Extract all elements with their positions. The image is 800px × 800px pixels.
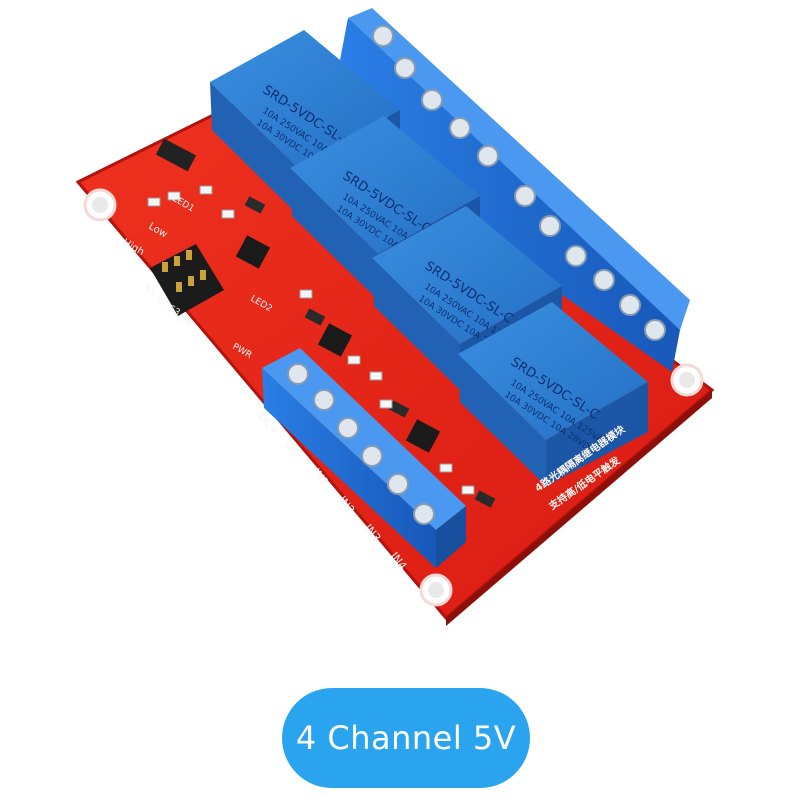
caption-badge: 4 Channel 5V xyxy=(282,688,530,788)
relay-module-photo: SRD-5VDC-SL-C 10A 250VAC 10A 125VAC 10A … xyxy=(75,8,715,626)
smd-components xyxy=(147,138,496,508)
output-terminal-block xyxy=(340,8,690,372)
mounting-holes xyxy=(83,188,704,607)
jumper-label-s2: S2 xyxy=(155,294,170,308)
jumper-header xyxy=(150,244,224,316)
jumper-label-s1: S1 xyxy=(143,284,158,298)
jumper-label-s3: S3 xyxy=(167,304,182,318)
caption-label: 4 Channel 5V xyxy=(295,719,517,757)
input-terminal-block xyxy=(262,348,466,568)
relay-4: SRD-5VDC-SL-C 10A 250VAC 10A 125VAC 10A … xyxy=(458,302,648,486)
